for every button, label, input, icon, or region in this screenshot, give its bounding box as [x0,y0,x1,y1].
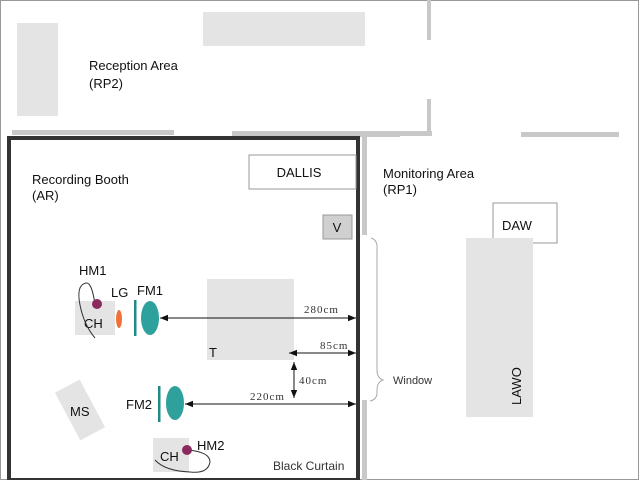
wall-segment [427,0,431,40]
window-brace [369,237,385,402]
monitoring-area-label: Monitoring Area [383,166,475,181]
dim-280-label: 280cm [304,304,339,316]
hm2-headset-icon [182,445,192,455]
wall-segment [362,135,367,235]
hm1-headset-icon [92,299,102,309]
fm1-label: FM1 [137,283,163,298]
fm2-label: FM2 [126,397,152,412]
fm2-stand-icon [158,386,161,422]
daw-label: DAW [502,218,533,233]
dallis-label: DALLIS [277,165,322,180]
lg-icon [116,310,122,328]
recording-booth-code: (AR) [32,188,59,203]
hm1-cable [78,282,96,339]
reception-area-label: Reception Area [89,58,179,73]
wall-segment [521,132,619,137]
monitoring-area-code: (RP1) [383,182,417,197]
recording-booth-wall [7,136,360,480]
fm1-mic-icon [141,301,159,335]
lawo-console [466,238,533,417]
wall-segment [320,133,400,137]
light-walls [12,0,619,480]
dallis-box [248,154,357,190]
ms-label: MS [70,404,90,419]
black-curtain-label: Black Curtain [273,459,344,473]
fm2-mic-icon [166,386,184,420]
recording-booth-label: Recording Booth [32,172,129,187]
hm2-cable [154,449,211,473]
hm1-label: HM1 [79,263,106,278]
table [207,279,294,360]
v-label: V [333,220,342,235]
lawo-label: LAWO [509,367,524,405]
fm1-stand-icon [134,300,137,336]
window-label: Window [393,375,432,387]
daw-box [492,202,558,244]
reception-furniture-left [17,23,58,116]
table-label: T [209,345,217,360]
wall-segment [427,99,431,133]
chair-2-label: CH [160,449,179,464]
hm2-label: HM2 [197,438,224,453]
wall-segment [362,400,367,480]
lg-label: LG [111,285,128,300]
reception-area-code: (RP2) [89,76,123,91]
reception-furniture-top [203,12,365,46]
wall-segment [12,130,174,135]
chair-1-label: CH [84,316,103,331]
dim-220-label: 220cm [250,391,285,403]
chair-2 [153,438,189,472]
dim-40-label: 40cm [299,375,327,387]
dim-85-label: 85cm [320,340,348,352]
ms-stand [54,379,106,441]
v-box [322,214,353,240]
